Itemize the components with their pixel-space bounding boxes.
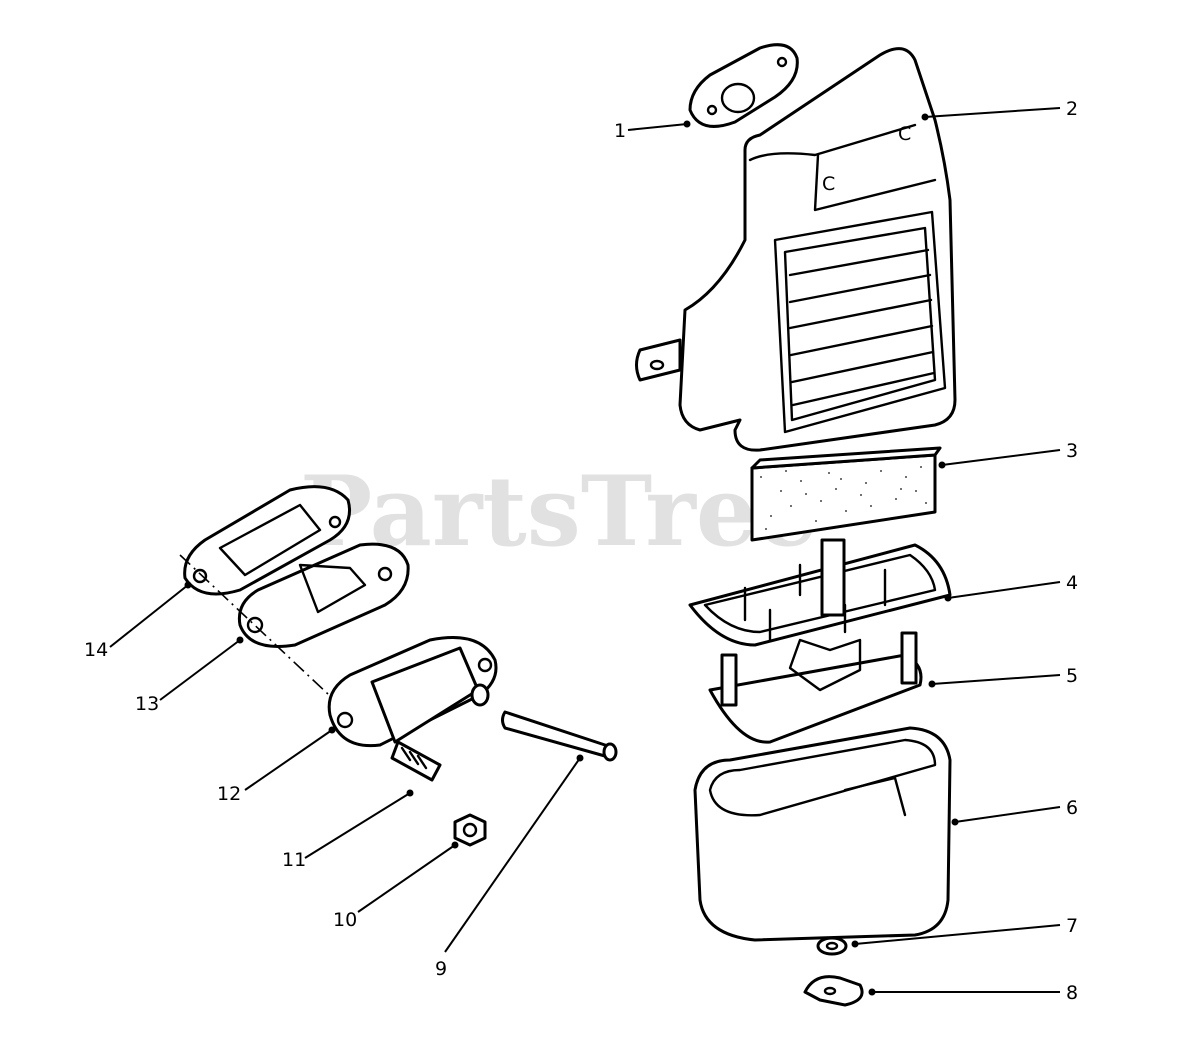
leader-12	[244, 729, 333, 791]
leader-4	[947, 581, 1061, 599]
part-6-cover[interactable]	[693, 726, 952, 942]
leader-9	[444, 757, 581, 953]
leader-3	[941, 449, 1061, 466]
alignment-centerline	[179, 554, 346, 711]
callout-13[interactable]: 13	[135, 693, 159, 715]
part-8-wing-nut[interactable]	[803, 975, 864, 1007]
leader-1	[627, 123, 688, 131]
leader-10	[357, 844, 456, 913]
part-10-nut[interactable]	[453, 813, 487, 847]
callout-12[interactable]: 12	[217, 783, 241, 805]
part-13-plate[interactable]	[237, 542, 410, 648]
callout-9[interactable]: 9	[435, 958, 447, 980]
housing-mark-c-left: C	[822, 173, 835, 195]
part-7-washer[interactable]	[816, 936, 848, 956]
part-1-gasket[interactable]	[688, 43, 799, 128]
callout-1[interactable]: 1	[614, 120, 626, 142]
callout-10[interactable]: 10	[333, 909, 357, 931]
callout-14[interactable]: 14	[84, 639, 108, 661]
leader-11	[304, 792, 411, 859]
part-2-intake-housing[interactable]: C C	[635, 47, 957, 452]
leader-13	[159, 639, 241, 701]
part-5-bracket[interactable]	[708, 631, 923, 744]
callout-labels: 1 2 3 4 5 6 7 8 9 10 11 12 13 14	[84, 98, 1078, 1004]
part-11-stud[interactable]	[390, 740, 442, 782]
leader-6	[954, 806, 1061, 823]
callout-7[interactable]: 7	[1066, 915, 1078, 937]
part-14-gasket[interactable]	[183, 485, 351, 596]
callout-5[interactable]: 5	[1066, 665, 1078, 687]
leader-7	[854, 924, 1061, 945]
leader-14	[109, 584, 189, 648]
leader-5	[931, 674, 1061, 685]
leader-lines	[109, 107, 1061, 996]
housing-mark-c-right: C	[898, 123, 911, 145]
callout-8[interactable]: 8	[1066, 982, 1078, 1004]
callout-3[interactable]: 3	[1066, 440, 1078, 462]
part-4-filter-base[interactable]	[688, 538, 952, 647]
callout-11[interactable]: 11	[282, 849, 306, 871]
part-3-foam-filter[interactable]	[750, 446, 942, 542]
part-12-breather[interactable]	[327, 636, 498, 748]
part-9-hose[interactable]	[501, 710, 618, 762]
callout-4[interactable]: 4	[1066, 572, 1078, 594]
callout-2[interactable]: 2	[1066, 98, 1078, 120]
callout-6[interactable]: 6	[1066, 797, 1078, 819]
leader-2	[924, 107, 1061, 118]
